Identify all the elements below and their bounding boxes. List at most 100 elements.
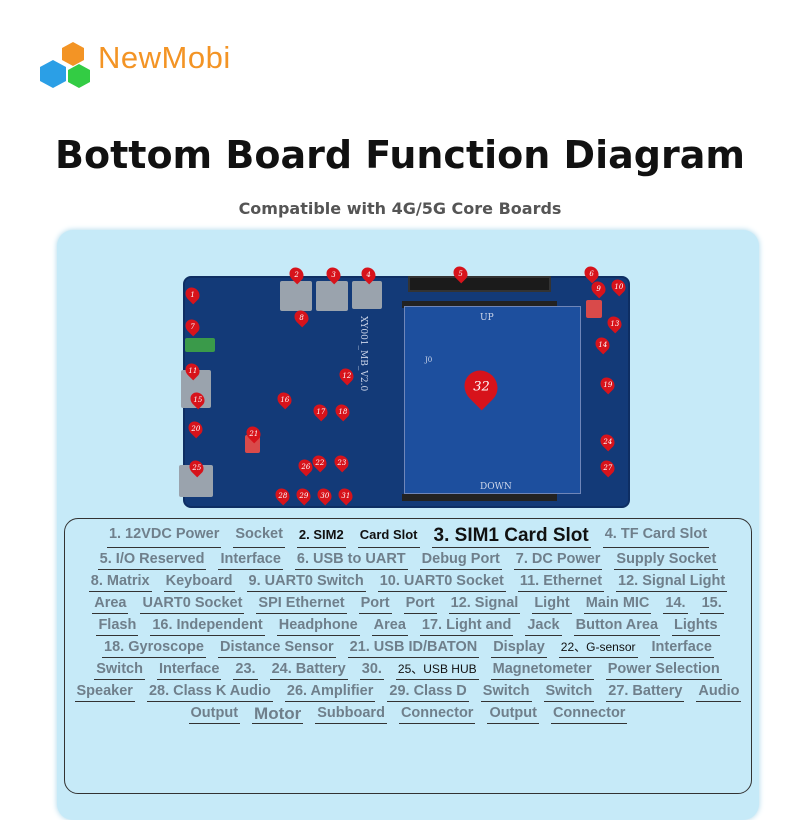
label: Button Area <box>573 616 661 636</box>
marker-number: 30 <box>320 491 329 500</box>
label: Speaker <box>74 682 135 702</box>
label: SPI Ethernet <box>256 594 347 614</box>
label: Light <box>532 594 572 614</box>
label: Supply Socket <box>614 550 719 570</box>
marker-number: 32 <box>472 379 490 395</box>
newmobi-logo: NewMobi <box>40 40 270 92</box>
label: Display <box>491 638 547 658</box>
function-table: 1. 12VDC Power Socket 2. SIM2 Card Slot … <box>64 518 752 794</box>
marker-number: 15 <box>193 395 202 404</box>
marker-number: 13 <box>610 319 619 328</box>
label: Flash <box>96 616 139 636</box>
label: 2. SIM2 <box>296 525 346 548</box>
label: Switch <box>94 660 145 680</box>
label: Port <box>403 594 437 614</box>
marker-number: 24 <box>603 437 612 446</box>
label: Interface <box>649 638 714 658</box>
marker-number: 26 <box>301 462 310 471</box>
marker-number: 4 <box>366 270 371 279</box>
marker-number: 7 <box>190 322 195 331</box>
label: Output <box>188 704 241 724</box>
marker-number: 1 <box>190 290 195 299</box>
marker-number: 11 <box>188 366 197 375</box>
label: Card Slot <box>357 525 420 548</box>
label: 17. Light and <box>419 616 514 636</box>
marker-number: 5 <box>458 269 463 278</box>
marker-number: 22 <box>315 458 324 467</box>
silk-model: XY001_MB_V2.0 <box>358 316 368 392</box>
marker-number: 10 <box>614 282 623 291</box>
marker-number: 20 <box>191 424 200 433</box>
top-connector <box>408 276 551 292</box>
silk-down: DOWN <box>480 482 512 492</box>
marker-number: 14 <box>598 340 607 349</box>
label: 9. UART0 Switch <box>246 572 366 592</box>
label: 5. I/O Reserved <box>97 550 207 570</box>
label: Connector <box>398 704 476 724</box>
label: Headphone <box>276 616 360 636</box>
page-title: Bottom Board Function Diagram <box>55 133 745 177</box>
label: Switch <box>543 682 595 702</box>
marker-number: 6 <box>589 269 594 278</box>
marker-number: 3 <box>331 270 336 279</box>
label: 8. Matrix <box>88 572 152 592</box>
label: 21. USB ID/BATON <box>347 638 480 658</box>
marker-number: 27 <box>603 463 612 472</box>
label: Area <box>92 594 129 614</box>
label: 6. USB to UART <box>294 550 408 570</box>
marker-number: 9 <box>596 284 601 293</box>
label: Lights <box>672 616 720 636</box>
label: Jack <box>525 616 562 636</box>
marker-number: 8 <box>299 313 304 322</box>
core-header-up <box>402 301 557 308</box>
label: Interface <box>218 550 283 570</box>
label: 16. Independent <box>150 616 265 636</box>
uart-switch <box>586 300 602 318</box>
page-subtitle: Compatible with 4G/5G Core Boards <box>238 199 562 218</box>
label: Socket <box>233 525 285 548</box>
label: 1. 12VDC Power <box>106 525 222 548</box>
marker-number: 2 <box>294 270 299 279</box>
marker-number: 19 <box>603 380 612 389</box>
marker-number: 31 <box>341 491 350 500</box>
label: 28. Class K Audio <box>146 682 273 702</box>
label: 4. TF Card Slot <box>602 525 710 548</box>
label: Distance Sensor <box>217 638 336 658</box>
marker-number: 16 <box>280 395 289 404</box>
label: Motor <box>252 704 304 724</box>
label: Connector <box>550 704 628 724</box>
label: Subboard <box>315 704 387 724</box>
marker-number: 28 <box>278 491 287 500</box>
label: Port <box>358 594 392 614</box>
sim2-slot <box>280 281 312 311</box>
dc-socket <box>185 338 215 352</box>
label: 27. Battery <box>606 682 685 702</box>
tf-slot <box>352 281 382 309</box>
label: 26. Amplifier <box>284 682 376 702</box>
label: 12. Signal Light <box>616 572 728 592</box>
marker-number: 17 <box>316 407 325 416</box>
silk-up: UP <box>480 313 494 323</box>
label: 10. UART0 Socket <box>377 572 506 592</box>
logo-hex-green <box>68 64 90 88</box>
logo-hex-orange <box>62 42 84 66</box>
logo-hex-blue <box>40 60 66 88</box>
marker-number: 21 <box>249 429 258 438</box>
label: 23. <box>233 660 258 680</box>
label: Power Selection <box>605 660 722 680</box>
marker-number: 23 <box>337 458 346 467</box>
label: Keyboard <box>163 572 235 592</box>
label: 30. <box>359 660 384 680</box>
label: Output <box>487 704 539 724</box>
core-header-down <box>402 494 557 501</box>
label: Main MIC <box>583 594 652 614</box>
label: 24. Battery <box>269 660 348 680</box>
label: UART0 Socket <box>140 594 245 614</box>
marker-number: 12 <box>342 371 351 380</box>
core-board-area <box>404 306 581 494</box>
label: Audio <box>696 682 742 702</box>
label: 12. Signal <box>448 594 521 614</box>
label: 22、G-sensor <box>558 638 638 658</box>
label: Switch <box>480 682 532 702</box>
label: 3. SIM1 Card Slot <box>431 525 591 548</box>
